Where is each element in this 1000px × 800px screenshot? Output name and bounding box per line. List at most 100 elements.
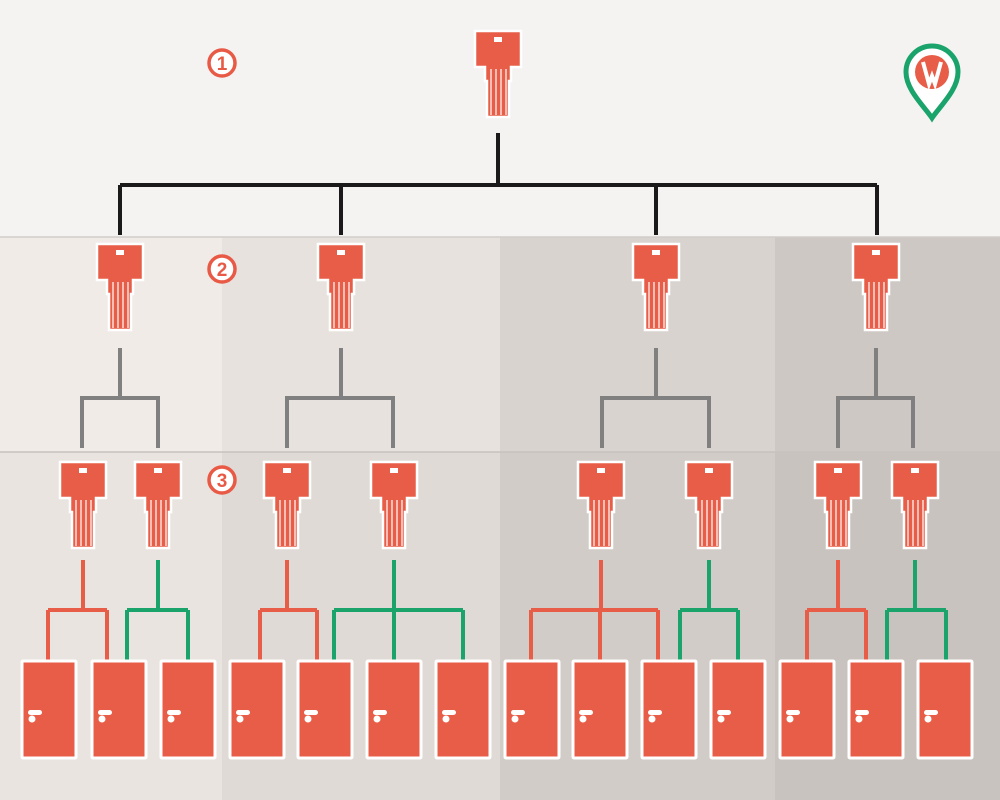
door-panel bbox=[296, 659, 354, 760]
door-handle bbox=[648, 710, 662, 715]
key-shape bbox=[813, 460, 863, 550]
door-lock bbox=[442, 715, 450, 723]
door-panel bbox=[434, 659, 492, 760]
door-icon bbox=[571, 659, 629, 760]
door-icon bbox=[90, 659, 148, 760]
door-panel bbox=[228, 659, 286, 760]
key-label bbox=[154, 468, 162, 473]
level-badge-1: 1 bbox=[207, 48, 237, 78]
key-shape bbox=[890, 460, 940, 550]
door-lock bbox=[98, 715, 106, 723]
individual-key-icon bbox=[369, 460, 419, 550]
door-panel bbox=[640, 659, 698, 760]
key-label bbox=[116, 250, 124, 255]
door-icon bbox=[296, 659, 354, 760]
door-lock bbox=[304, 715, 312, 723]
door-icon bbox=[159, 659, 217, 760]
key-shape bbox=[851, 242, 901, 332]
door-icon bbox=[778, 659, 836, 760]
level-badge-label: 2 bbox=[217, 260, 228, 281]
door-icon bbox=[640, 659, 698, 760]
key-shape bbox=[473, 29, 523, 119]
door-handle bbox=[236, 710, 250, 715]
group-line bbox=[836, 396, 915, 448]
level-badge-3: 3 bbox=[207, 465, 237, 495]
individual-key-icon bbox=[813, 460, 863, 550]
door-icon bbox=[434, 659, 492, 760]
level-badge-label: 1 bbox=[217, 54, 228, 75]
key-shape bbox=[576, 460, 626, 550]
keys bbox=[58, 29, 940, 550]
doors bbox=[20, 659, 974, 760]
door-handle bbox=[373, 710, 387, 715]
group-key-icon bbox=[631, 242, 681, 332]
door-lock bbox=[167, 715, 175, 723]
key-shape bbox=[316, 242, 366, 332]
individual-key-icon bbox=[133, 460, 183, 550]
door-panel bbox=[571, 659, 629, 760]
door-handle bbox=[511, 710, 525, 715]
individual-key-icon bbox=[684, 460, 734, 550]
door-panel bbox=[778, 659, 836, 760]
door-handle bbox=[304, 710, 318, 715]
door-icon bbox=[916, 659, 974, 760]
key-shape bbox=[133, 460, 183, 550]
key-label bbox=[911, 468, 919, 473]
individual-key-icon bbox=[576, 460, 626, 550]
group-key-icon bbox=[851, 242, 901, 332]
group-line bbox=[80, 396, 160, 448]
door-panel bbox=[159, 659, 217, 760]
level-badges: 1 2 3 bbox=[207, 48, 237, 495]
door-handle bbox=[855, 710, 869, 715]
door-handle bbox=[924, 710, 938, 715]
door-handle bbox=[717, 710, 731, 715]
key-shape bbox=[631, 242, 681, 332]
key-label bbox=[834, 468, 842, 473]
group-key-icon bbox=[316, 242, 366, 332]
group-line bbox=[600, 396, 711, 448]
key-label bbox=[652, 250, 660, 255]
door-handle bbox=[98, 710, 112, 715]
group-key-icon bbox=[95, 242, 145, 332]
connection-lines bbox=[46, 133, 948, 660]
door-handle bbox=[28, 710, 42, 715]
door-panel bbox=[20, 659, 78, 760]
key-label bbox=[494, 37, 502, 42]
key-shape bbox=[58, 460, 108, 550]
door-icon bbox=[365, 659, 423, 760]
door-lock bbox=[373, 715, 381, 723]
group-line bbox=[285, 396, 395, 448]
individual-key-icon bbox=[58, 460, 108, 550]
key-label bbox=[337, 250, 345, 255]
door-panel bbox=[847, 659, 905, 760]
door-panel bbox=[90, 659, 148, 760]
door-panel bbox=[503, 659, 561, 760]
key-label bbox=[872, 250, 880, 255]
door-handle bbox=[579, 710, 593, 715]
key-label bbox=[390, 468, 398, 473]
master-key-icon bbox=[473, 29, 523, 119]
door-lock bbox=[648, 715, 656, 723]
door-handle bbox=[167, 710, 181, 715]
door-lock bbox=[579, 715, 587, 723]
door-lock bbox=[924, 715, 932, 723]
door-icon bbox=[847, 659, 905, 760]
door-lock bbox=[786, 715, 794, 723]
individual-key-icon bbox=[262, 460, 312, 550]
door-icon bbox=[20, 659, 78, 760]
key-shape bbox=[369, 460, 419, 550]
door-icon bbox=[228, 659, 286, 760]
key-shape bbox=[262, 460, 312, 550]
key-shape bbox=[684, 460, 734, 550]
door-icon bbox=[709, 659, 767, 760]
individual-key-icon bbox=[890, 460, 940, 550]
key-label bbox=[79, 468, 87, 473]
key-shape bbox=[95, 242, 145, 332]
key-label bbox=[597, 468, 605, 473]
door-panel bbox=[916, 659, 974, 760]
level-badge-label: 3 bbox=[217, 471, 228, 492]
door-handle bbox=[786, 710, 800, 715]
key-label bbox=[283, 468, 291, 473]
key-label bbox=[705, 468, 713, 473]
